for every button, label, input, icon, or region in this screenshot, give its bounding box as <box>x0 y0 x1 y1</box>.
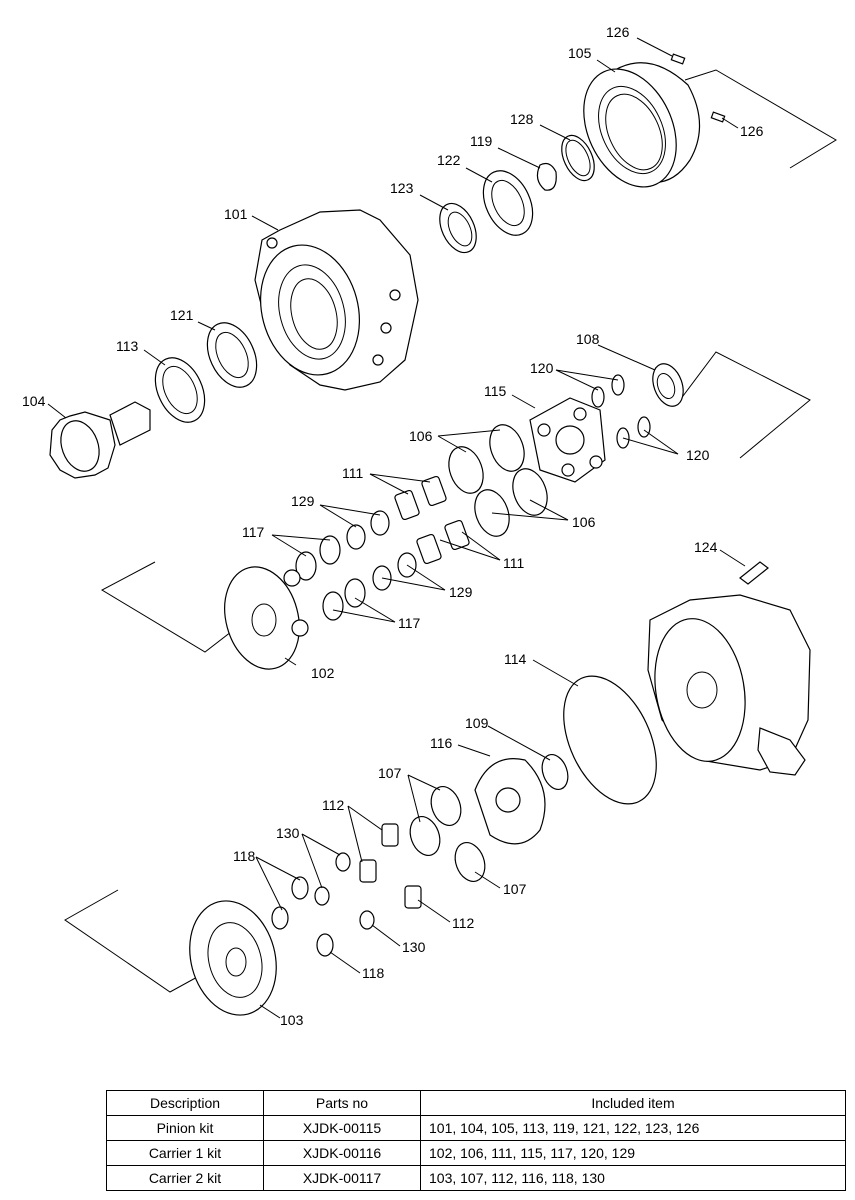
callout-104: 104 <box>22 393 46 409</box>
cell-description: Pinion kit <box>106 1115 264 1141</box>
callout-119: 119 <box>470 133 493 149</box>
spacer-130 <box>314 852 375 930</box>
callout-115: 115 <box>484 383 507 399</box>
needle-bearing-112 <box>359 823 422 909</box>
callout-109: 109 <box>465 715 489 731</box>
pinion-shaft-104 <box>49 401 151 479</box>
ring-128 <box>561 134 595 182</box>
carrier-102 <box>224 566 309 670</box>
kit-table-header-row: Description Parts no Included item <box>106 1090 846 1116</box>
callout-118: 118 <box>362 965 385 981</box>
header-description: Description <box>106 1090 264 1116</box>
callout-107: 107 <box>378 765 402 781</box>
table-row: Carrier 2 kit XJDK-00117 103, 107, 112, … <box>106 1165 846 1191</box>
carrier-103 <box>189 900 277 1016</box>
cell-included-item: 103, 107, 112, 116, 118, 130 <box>420 1165 846 1191</box>
cell-parts-no: XJDK-00115 <box>263 1115 421 1141</box>
snap-ring-119 <box>536 162 557 191</box>
callout-105: 105 <box>568 45 592 61</box>
plate-115 <box>529 397 606 483</box>
callout-108: 108 <box>576 331 600 347</box>
callout-126: 126 <box>740 123 764 139</box>
callout-113: 113 <box>116 338 139 354</box>
callout-130: 130 <box>402 939 426 955</box>
bearing-122 <box>482 170 534 236</box>
sun-gear-108 <box>652 363 684 407</box>
callout-120: 120 <box>686 447 710 463</box>
callout-130: 130 <box>276 825 300 841</box>
callout-111: 111 <box>503 555 524 571</box>
motor-assembly <box>647 594 811 776</box>
callout-102: 102 <box>311 665 335 681</box>
callout-106: 106 <box>572 514 596 530</box>
callout-120: 120 <box>530 360 554 376</box>
bearing-121 <box>206 322 258 388</box>
washer-118 <box>271 876 334 957</box>
callout-117: 117 <box>242 524 265 540</box>
planet-gear-106 <box>448 424 548 537</box>
header-parts-no: Parts no <box>263 1090 421 1116</box>
callout-111: 111 <box>342 465 363 481</box>
o-ring-114 <box>563 675 657 805</box>
callout-117: 117 <box>398 615 421 631</box>
seal-113 <box>154 357 206 423</box>
sun-gear-109 <box>541 753 569 791</box>
washer-117 <box>295 535 366 621</box>
cell-description: Carrier 2 kit <box>106 1165 264 1191</box>
callout-103: 103 <box>280 1012 304 1028</box>
callout-116: 116 <box>430 735 453 751</box>
callout-126: 126 <box>606 24 630 40</box>
callout-123: 123 <box>390 180 414 196</box>
housing-101 <box>254 209 419 391</box>
header-included-item: Included item <box>420 1090 846 1116</box>
callout-106: 106 <box>409 428 433 444</box>
section-lines <box>64 69 837 993</box>
leader-lines <box>47 37 746 1019</box>
spacer-129 <box>346 510 417 591</box>
table-row: Carrier 1 kit XJDK-00116 102, 106, 111, … <box>106 1140 846 1166</box>
table-row: Pinion kit XJDK-00115 101, 104, 105, 113… <box>106 1115 846 1141</box>
callout-122: 122 <box>437 152 461 168</box>
planet-gear-107 <box>409 786 486 882</box>
cell-parts-no: XJDK-00116 <box>263 1140 421 1166</box>
callout-124: 124 <box>694 539 718 555</box>
cell-description: Carrier 1 kit <box>106 1140 264 1166</box>
ring-gear-105 <box>583 62 701 188</box>
seal-123 <box>439 202 477 254</box>
callout-labels: 126 105 126 128 119 122 123 101 121 113 … <box>22 24 764 1028</box>
callout-118: 118 <box>233 848 256 864</box>
bolt-124 <box>739 561 769 585</box>
callout-112: 112 <box>322 797 345 813</box>
callout-121: 121 <box>170 307 194 323</box>
callout-101: 101 <box>224 206 248 222</box>
callout-128: 128 <box>510 111 534 127</box>
callout-129: 129 <box>291 493 315 509</box>
needle-bearing-111 <box>394 475 470 565</box>
exploded-parts-diagram: 126 105 126 128 119 122 123 101 121 113 … <box>22 24 837 1028</box>
callout-107: 107 <box>503 881 527 897</box>
plate-116 <box>474 758 546 845</box>
cell-included-item: 102, 106, 111, 115, 117, 120, 129 <box>420 1140 846 1166</box>
callout-114: 114 <box>504 651 527 667</box>
callout-112: 112 <box>452 915 475 931</box>
cell-parts-no: XJDK-00117 <box>263 1165 421 1191</box>
callout-129: 129 <box>449 584 473 600</box>
cell-included-item: 101, 104, 105, 113, 119, 121, 122, 123, … <box>420 1115 846 1141</box>
kit-table: Description Parts no Included item Pinio… <box>106 1090 846 1191</box>
